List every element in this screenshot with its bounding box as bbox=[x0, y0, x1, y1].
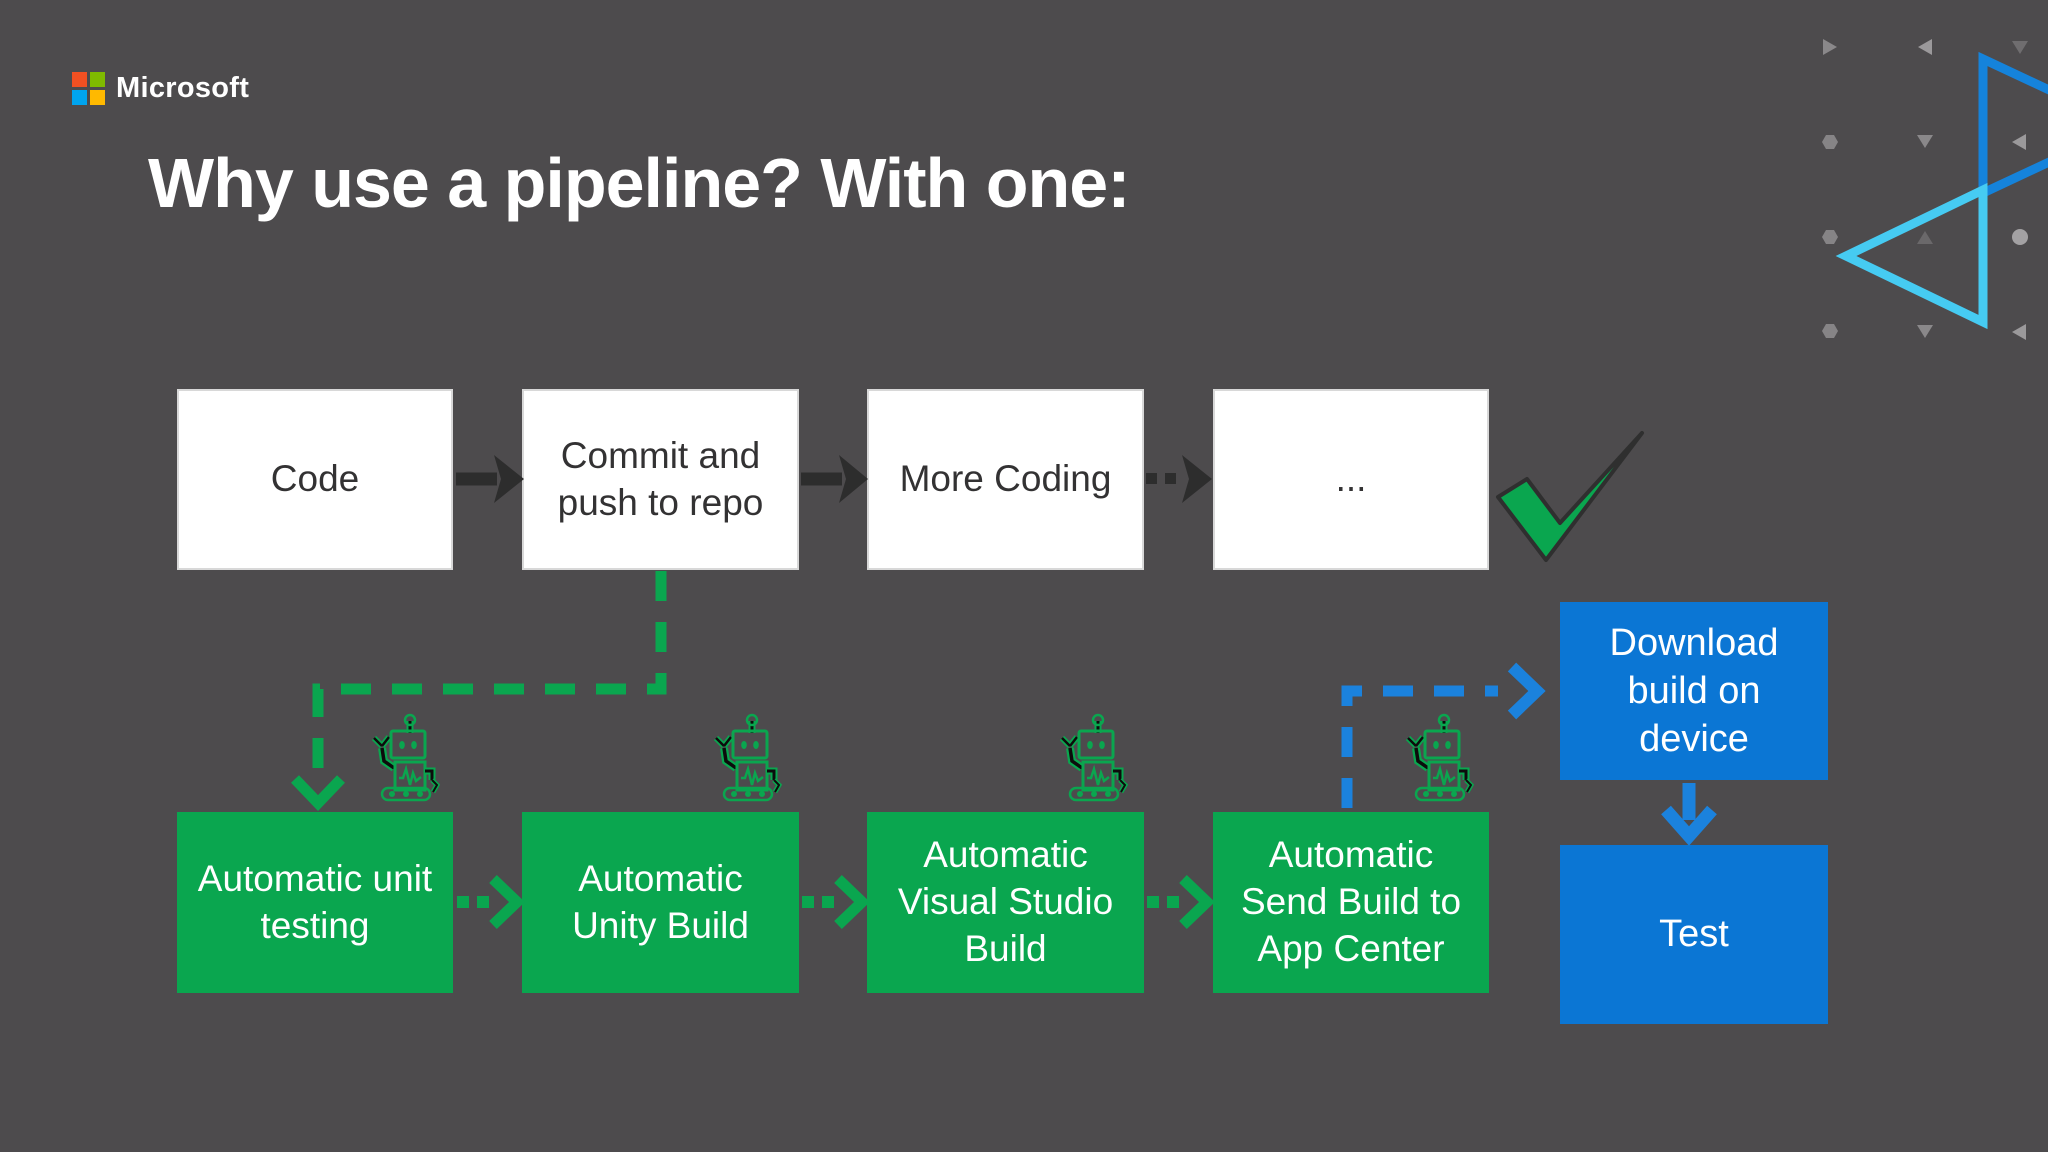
flow-box-code: Code bbox=[177, 389, 453, 570]
flow-box-auto-unity-build: Automatic Unity Build bbox=[522, 812, 799, 993]
flow-box-label: ... bbox=[1335, 458, 1367, 499]
flow-box-label: Code bbox=[270, 458, 360, 499]
robot-icon bbox=[1062, 715, 1125, 800]
decor-hexagon-icon bbox=[1822, 324, 1838, 338]
robot-icon bbox=[716, 715, 779, 800]
microsoft-wordmark: Microsoft bbox=[116, 72, 250, 104]
connector-appcenter-to-download bbox=[1341, 662, 1546, 808]
decor-circle-icon bbox=[2012, 229, 2028, 245]
page-title: Why use a pipeline? With one: bbox=[148, 144, 1131, 222]
robot-icon bbox=[1408, 715, 1471, 800]
flow-box-commit-push: Commit and push to repo bbox=[522, 389, 799, 570]
decor-triangle-down-icon bbox=[1917, 325, 1933, 338]
flow-box-download-build: Download build on device bbox=[1560, 602, 1828, 780]
arrow-download-to-test bbox=[1661, 783, 1717, 846]
flow-box-label: More Coding bbox=[899, 458, 1112, 499]
decor-triangle-down-icon bbox=[2012, 41, 2028, 54]
connector-commit-to-unittest bbox=[291, 571, 667, 811]
arrow-unittest-to-unitybuild bbox=[457, 875, 525, 929]
flow-box-label: Test bbox=[1659, 913, 1729, 956]
arrow-vsbuild-to-appcenter bbox=[1147, 875, 1215, 929]
flow-box-label: Automatic Unity Build bbox=[572, 857, 749, 946]
flow-box-ellipsis: ... bbox=[1213, 389, 1489, 570]
flow-box-label: Automatic Visual Studio Build bbox=[897, 834, 1114, 969]
flow-box-auto-unit-testing: Automatic unit testing bbox=[177, 812, 453, 993]
arrow-unitybuild-to-vsbuild bbox=[802, 875, 870, 929]
arrow-code-to-commit bbox=[456, 455, 524, 503]
decor-triangle-right-icon bbox=[1823, 39, 1837, 55]
decor-triangle-down-icon bbox=[1917, 135, 1933, 148]
decor-cyan-triangle-icon bbox=[1835, 182, 1988, 330]
decor-hexagon-icon bbox=[1822, 135, 1838, 149]
checkmark-icon bbox=[1496, 431, 1644, 562]
arrow-morecoding-to-ellipsis bbox=[1146, 455, 1212, 503]
microsoft-logo: Microsoft bbox=[72, 72, 249, 105]
arrow-commit-to-morecoding bbox=[801, 455, 868, 503]
decor-triangle-up-icon bbox=[1917, 231, 1933, 244]
decor-blue-triangle-icon bbox=[1978, 51, 2048, 201]
microsoft-logo-icon bbox=[72, 72, 105, 105]
flow-box-auto-send-appcenter: Automatic Send Build to App Center bbox=[1213, 812, 1489, 993]
flow-box-auto-vs-build: Automatic Visual Studio Build bbox=[867, 812, 1144, 993]
decor-triangle-left-icon bbox=[1918, 39, 1932, 55]
decor-pattern bbox=[1822, 39, 2048, 340]
robot-icon bbox=[374, 715, 437, 800]
flow-box-test: Test bbox=[1560, 845, 1828, 1024]
decor-hexagon-icon bbox=[1822, 230, 1838, 244]
flow-box-label: Commit and push to repo bbox=[557, 434, 764, 523]
flow-box-label: Download build on device bbox=[1609, 621, 1779, 761]
decor-triangle-left-icon bbox=[2012, 134, 2026, 150]
flow-box-label: Automatic unit testing bbox=[197, 857, 433, 946]
flow-box-more-coding: More Coding bbox=[867, 389, 1144, 570]
decor-triangle-left-icon bbox=[2012, 324, 2026, 340]
flow-box-label: Automatic Send Build to App Center bbox=[1240, 834, 1462, 969]
